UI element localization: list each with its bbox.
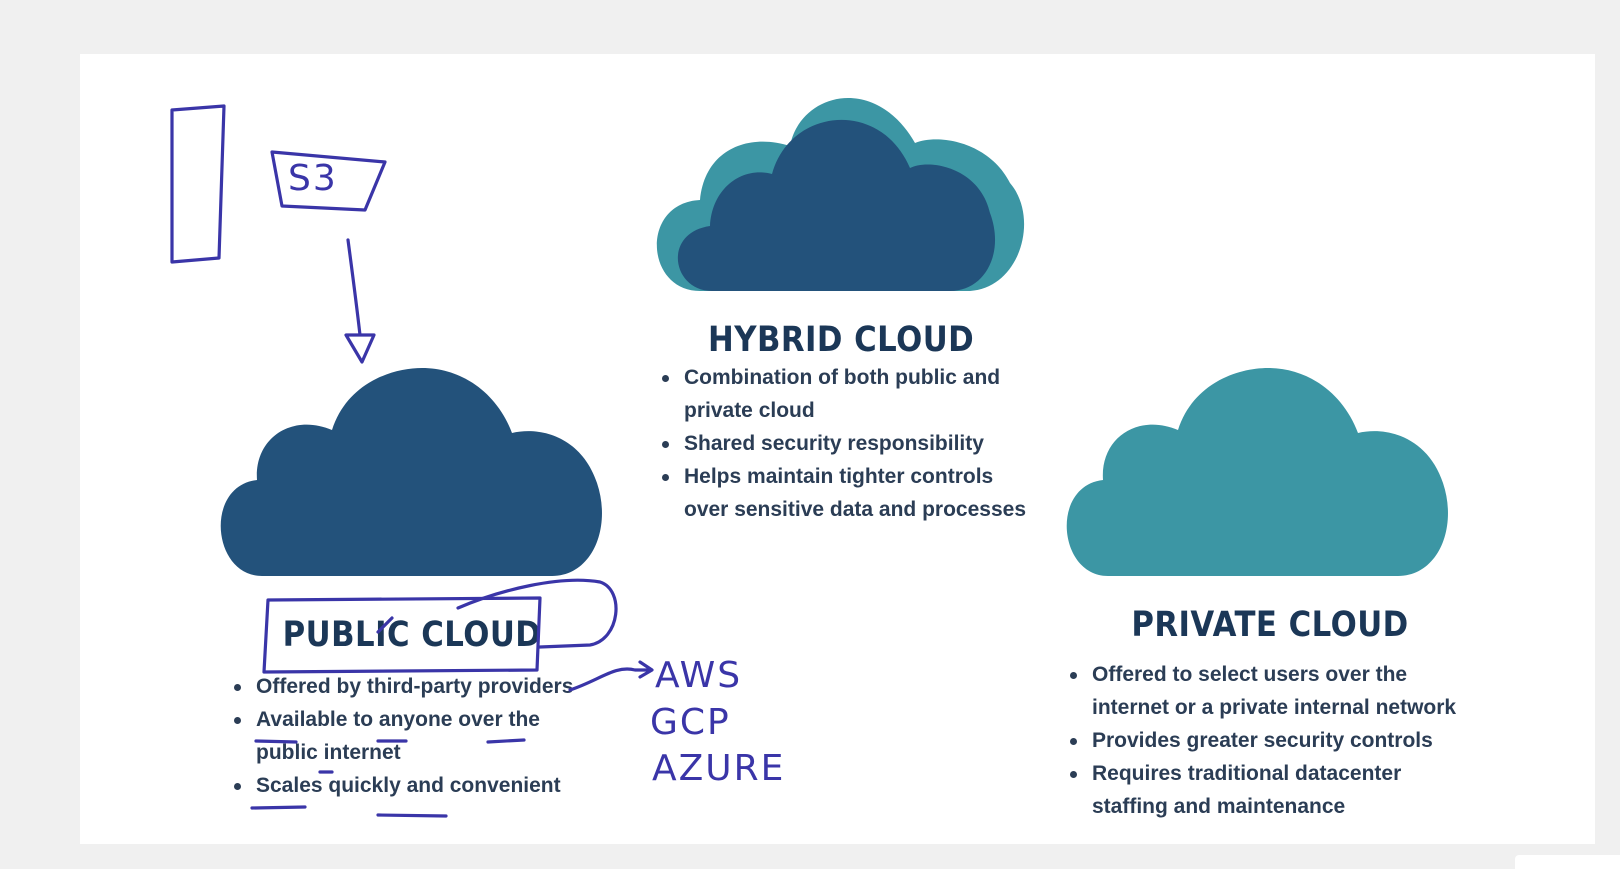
public-cloud-bullets: Offered by third-party providers Availab… [230, 670, 590, 802]
list-item: Requires traditional datacenter staffing… [1066, 757, 1476, 823]
list-item: Available to anyone over the public inte… [230, 703, 590, 769]
private-cloud-icon [1066, 368, 1448, 576]
list-item: Provides greater security controls [1066, 724, 1476, 757]
private-cloud-shape [1066, 368, 1448, 576]
corner-tab [1515, 855, 1620, 869]
ink-s3-label: S3 [288, 158, 338, 199]
ink-provider-aws: AWS [655, 655, 743, 696]
list-item: Offered by third-party providers [230, 670, 590, 703]
hybrid-cloud-bullets: Combination of both public and private c… [658, 361, 1028, 526]
private-cloud-title: PRIVATE CLOUD [1131, 605, 1409, 645]
public-cloud-shape [220, 368, 602, 576]
private-cloud-bullets: Offered to select users over the interne… [1066, 658, 1476, 823]
hybrid-cloud-title: HYBRID CLOUD [708, 320, 975, 360]
hybrid-cloud-icon [656, 97, 1025, 292]
hybrid-cloud-inner [677, 119, 996, 292]
ink-provider-azure: AZURE [652, 748, 786, 789]
list-item: Combination of both public and private c… [658, 361, 1028, 427]
list-item: Scales quickly and convenient [230, 769, 590, 802]
list-item: Helps maintain tighter controls over sen… [658, 460, 1028, 526]
list-item: Shared security responsibility [658, 427, 1028, 460]
list-item: Offered to select users over the interne… [1066, 658, 1476, 724]
public-cloud-icon [220, 368, 602, 576]
ink-provider-gcp: GCP [650, 702, 731, 743]
public-cloud-title: PUBLIC CLOUD [282, 615, 542, 655]
